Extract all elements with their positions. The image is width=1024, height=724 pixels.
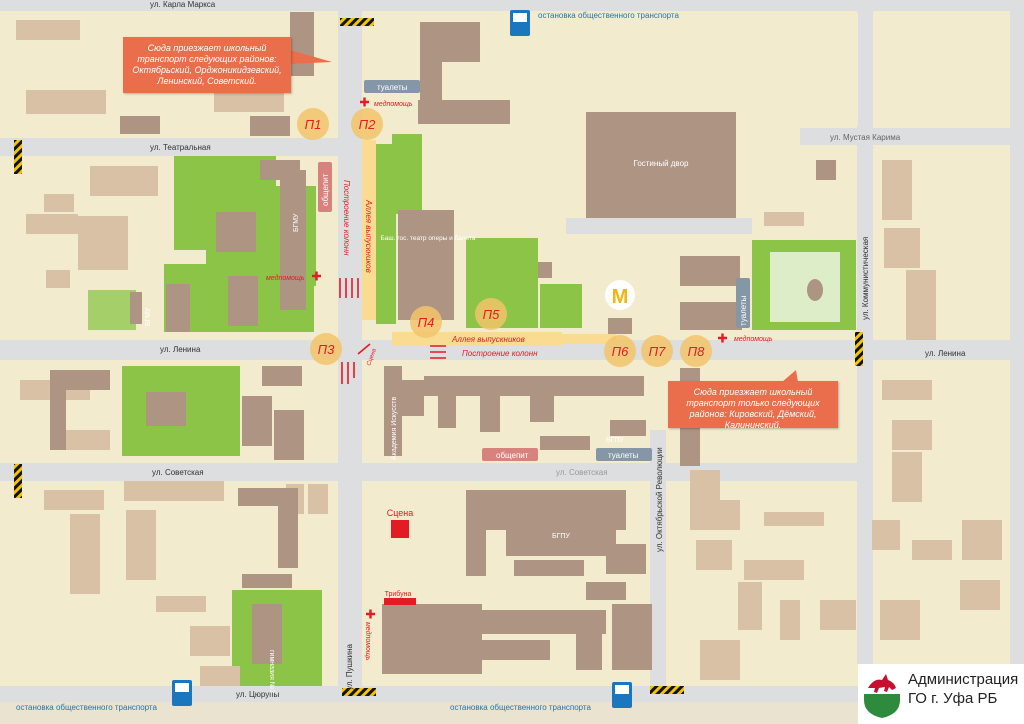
buildings xyxy=(50,12,836,674)
obshchepit-2-badge[interactable] xyxy=(482,448,538,461)
street-lenina-right: ул. Ленина xyxy=(925,349,966,358)
street-pushkina: ул. Пушкина xyxy=(345,644,354,690)
first-aid-icon xyxy=(366,609,375,619)
point-p2-label: П2 xyxy=(359,117,376,132)
mcdonalds-label: M xyxy=(612,286,629,308)
callout-top-tail xyxy=(290,50,332,64)
amenity-markers: туалеты туалеты туалеты общепит общепит … xyxy=(266,80,773,661)
bus-stop-icon xyxy=(175,683,189,692)
alley-vertical-label: Аллея выпускников xyxy=(364,199,373,273)
point-p3-label: П3 xyxy=(318,342,335,357)
point-p2[interactable] xyxy=(351,108,383,140)
point-p4-label: П4 xyxy=(418,315,435,330)
scene-label: Сцена xyxy=(387,508,414,518)
street-sovetskaya-mid: ул. Советская xyxy=(556,468,608,477)
street-sovetskaya-left: ул. Советская xyxy=(152,468,204,477)
direction-arrows xyxy=(339,278,446,384)
point-p6-label: П6 xyxy=(612,344,629,359)
point-p3[interactable] xyxy=(310,333,342,365)
bgpu-1-label: БГПУ xyxy=(606,437,624,444)
gostiny-dvor-label-text: Гостиный двор xyxy=(634,159,690,168)
toilets-top-badge[interactable] xyxy=(364,80,420,93)
alley-horizontal-label: Аллея выпускников xyxy=(451,335,525,344)
bgmu-top-label: БГМУ xyxy=(293,213,300,232)
scene-top-label: Сцена xyxy=(366,347,378,366)
columns-horizontal-label: Построение колонн xyxy=(462,349,538,358)
first-aid-icon xyxy=(360,97,369,107)
point-p5[interactable] xyxy=(475,298,507,330)
road-barriers xyxy=(14,18,863,696)
point-p7[interactable] xyxy=(641,335,673,367)
ufa-emblem-icon xyxy=(864,670,900,718)
bus-stop-bottom-mid-label: остановка общественного транспорта xyxy=(450,703,591,712)
administration-title: Администрация ГО г. Уфа РБ xyxy=(908,670,1018,708)
toilets-top-label: туалеты xyxy=(377,83,408,92)
obshchepit-1-badge[interactable] xyxy=(318,162,332,212)
route-labels: Аллея выпускников Аллея выпускников Пост… xyxy=(342,180,538,367)
callout-right: Сюда приезжает школьный транспорт только… xyxy=(668,381,838,430)
point-p1-label: П1 xyxy=(305,117,322,132)
square-fountain xyxy=(770,252,840,322)
medpomosh-2-label: медпомощь xyxy=(266,274,305,282)
callout-right-tail xyxy=(782,370,798,382)
street-kommunisticheskaya: ул. Коммунистическая xyxy=(861,237,870,320)
bgmu-label: БГМУ xyxy=(145,307,152,326)
bus-stop-icon xyxy=(615,685,629,694)
callout-top-left: Сюда приезжает школьный транспорт следую… xyxy=(123,37,291,93)
gostiny-dvor-label: Гостиный двор xyxy=(634,159,690,168)
first-aid-icon xyxy=(718,333,727,343)
bus-stop-top-label: остановка общественного транспорта xyxy=(538,11,679,20)
buildings-light xyxy=(16,20,1002,686)
mcdonalds-icon[interactable]: M xyxy=(605,280,635,310)
street-lenina-left: ул. Ленина xyxy=(160,345,201,354)
toilets-right-label: туалеты xyxy=(739,295,748,326)
bus-stops: остановка общественного транспорта остан… xyxy=(16,10,679,712)
obshchepit-1-label: общепит xyxy=(321,173,330,206)
street-tsyurupy: ул. Цюрупы xyxy=(236,690,280,699)
tribune[interactable] xyxy=(384,598,416,605)
street-labels: ул. Карла Маркса ул. Театральная ул. Лен… xyxy=(150,0,966,699)
toilets-mid-label: туалеты xyxy=(608,451,639,460)
columns-vertical-label: Построение колонн xyxy=(342,180,351,256)
bgpu-2-label: БГПУ xyxy=(552,533,570,540)
street-mustaya-karima: ул. Мустая Карима xyxy=(830,133,901,142)
assembly-points: П1 П2 П3 П4 П5 П6 П7 П8 xyxy=(297,108,712,367)
administration-title-line2: ГО г. Уфа РБ xyxy=(908,690,998,707)
akademiya-label: Академия Искусств xyxy=(391,396,398,460)
point-p5-label: П5 xyxy=(483,307,500,322)
administration-logo: Администрация ГО г. Уфа РБ xyxy=(858,664,1024,724)
theatre-label: Баш. гос. театр оперы и балета xyxy=(381,234,476,242)
toilets-mid-badge[interactable] xyxy=(596,448,652,461)
medpomosh-4-label: медпомощь xyxy=(364,622,372,661)
bus-stop-bottom-left-label: остановка общественного транспорта xyxy=(16,703,157,712)
bus-stop-icon xyxy=(513,13,527,22)
administration-title-line1: Администрация xyxy=(908,671,1019,688)
place-labels: Гостиный двор Баш. гос. театр оперы и ба… xyxy=(145,159,689,693)
street-oktyabrskoy: ул. Октябрьской Революции xyxy=(655,447,664,552)
gimnaziya-label: гимназия №3 xyxy=(268,650,275,693)
tribune-label: Трибуна xyxy=(385,590,412,598)
first-aid-icon xyxy=(312,271,321,281)
medpomosh-3-label: медпомощь xyxy=(734,335,773,343)
point-p7-label: П7 xyxy=(649,344,666,359)
obshchepit-2-label: общепит xyxy=(496,451,529,460)
toilets-right-badge[interactable] xyxy=(736,278,750,328)
point-p4[interactable] xyxy=(410,306,442,338)
point-p1[interactable] xyxy=(297,108,329,140)
point-p8[interactable] xyxy=(680,335,712,367)
medpomosh-1-label: медпомощь xyxy=(374,100,413,108)
scene[interactable] xyxy=(391,520,409,538)
point-p6[interactable] xyxy=(604,335,636,367)
street-karla-marksa: ул. Карла Маркса xyxy=(150,0,216,9)
first-aid-icons xyxy=(312,97,727,619)
street-teatralnaya: ул. Театральная xyxy=(150,143,211,152)
point-p8-label: П8 xyxy=(688,344,705,359)
